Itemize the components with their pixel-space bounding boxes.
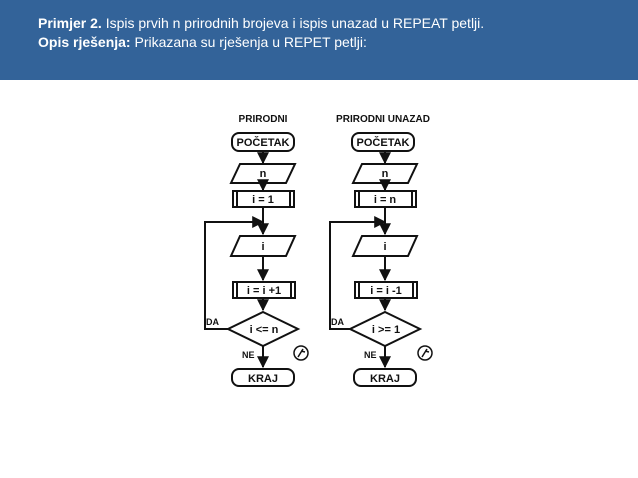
slide-header: Primjer 2. Ispis prvih n prirodnih broje… <box>0 0 638 80</box>
right-title: PRIRODNI UNAZAD <box>336 114 430 125</box>
left-connector-icon <box>293 345 309 361</box>
right-end-node <box>353 368 417 387</box>
right-output-node <box>351 235 419 257</box>
left-update-text: i = i +1 <box>247 285 281 297</box>
left-condition-text: i <= n <box>250 324 279 336</box>
right-output-text: i <box>383 241 386 253</box>
solution-text: Prikazana su rješenja u REPET petlji: <box>130 34 367 50</box>
left-end-text: KRAJ <box>248 373 278 385</box>
right-connector-icon <box>417 345 433 361</box>
left-output-node <box>229 235 297 257</box>
right-condition-text: i >= 1 <box>372 324 400 336</box>
left-loop-back-arrow <box>204 216 265 330</box>
right-input-node <box>351 163 419 184</box>
flowchart-right: PRIRODNI UNAZAD POČETAK n i = n i i = i … <box>329 114 433 387</box>
right-start-text: POČETAK <box>357 136 410 149</box>
left-end-node <box>231 368 295 387</box>
left-output-text: i <box>261 241 264 253</box>
right-start-node <box>351 132 415 152</box>
right-input-text: n <box>382 168 389 180</box>
left-input-node <box>229 163 297 184</box>
right-init-text: i = n <box>374 194 397 206</box>
header-line-2: Opis rješenja: Prikazana su rješenja u R… <box>38 33 638 52</box>
left-input-text: n <box>260 168 267 180</box>
left-title: PRIRODNI <box>239 114 288 125</box>
example-label: Primjer 2. <box>38 15 102 31</box>
left-no-label: NE <box>242 350 255 360</box>
right-yes-label: DA <box>331 317 344 327</box>
flowchart-left: PRIRODNI POČETAK n i = 1 i i = i +1 i <=… <box>204 114 309 387</box>
right-no-label: NE <box>364 350 377 360</box>
right-loop-back-arrow <box>329 216 387 330</box>
left-start-text: POČETAK <box>237 136 290 149</box>
left-yes-label: DA <box>206 317 219 327</box>
right-end-text: KRAJ <box>370 373 400 385</box>
solution-label: Opis rješenja: <box>38 34 131 50</box>
example-text: Ispis prvih n prirodnih brojeva i ispis … <box>101 15 485 31</box>
left-init-text: i = 1 <box>252 194 274 206</box>
header-line-1: Primjer 2. Ispis prvih n prirodnih broje… <box>38 14 638 33</box>
right-update-text: i = i -1 <box>370 285 402 297</box>
